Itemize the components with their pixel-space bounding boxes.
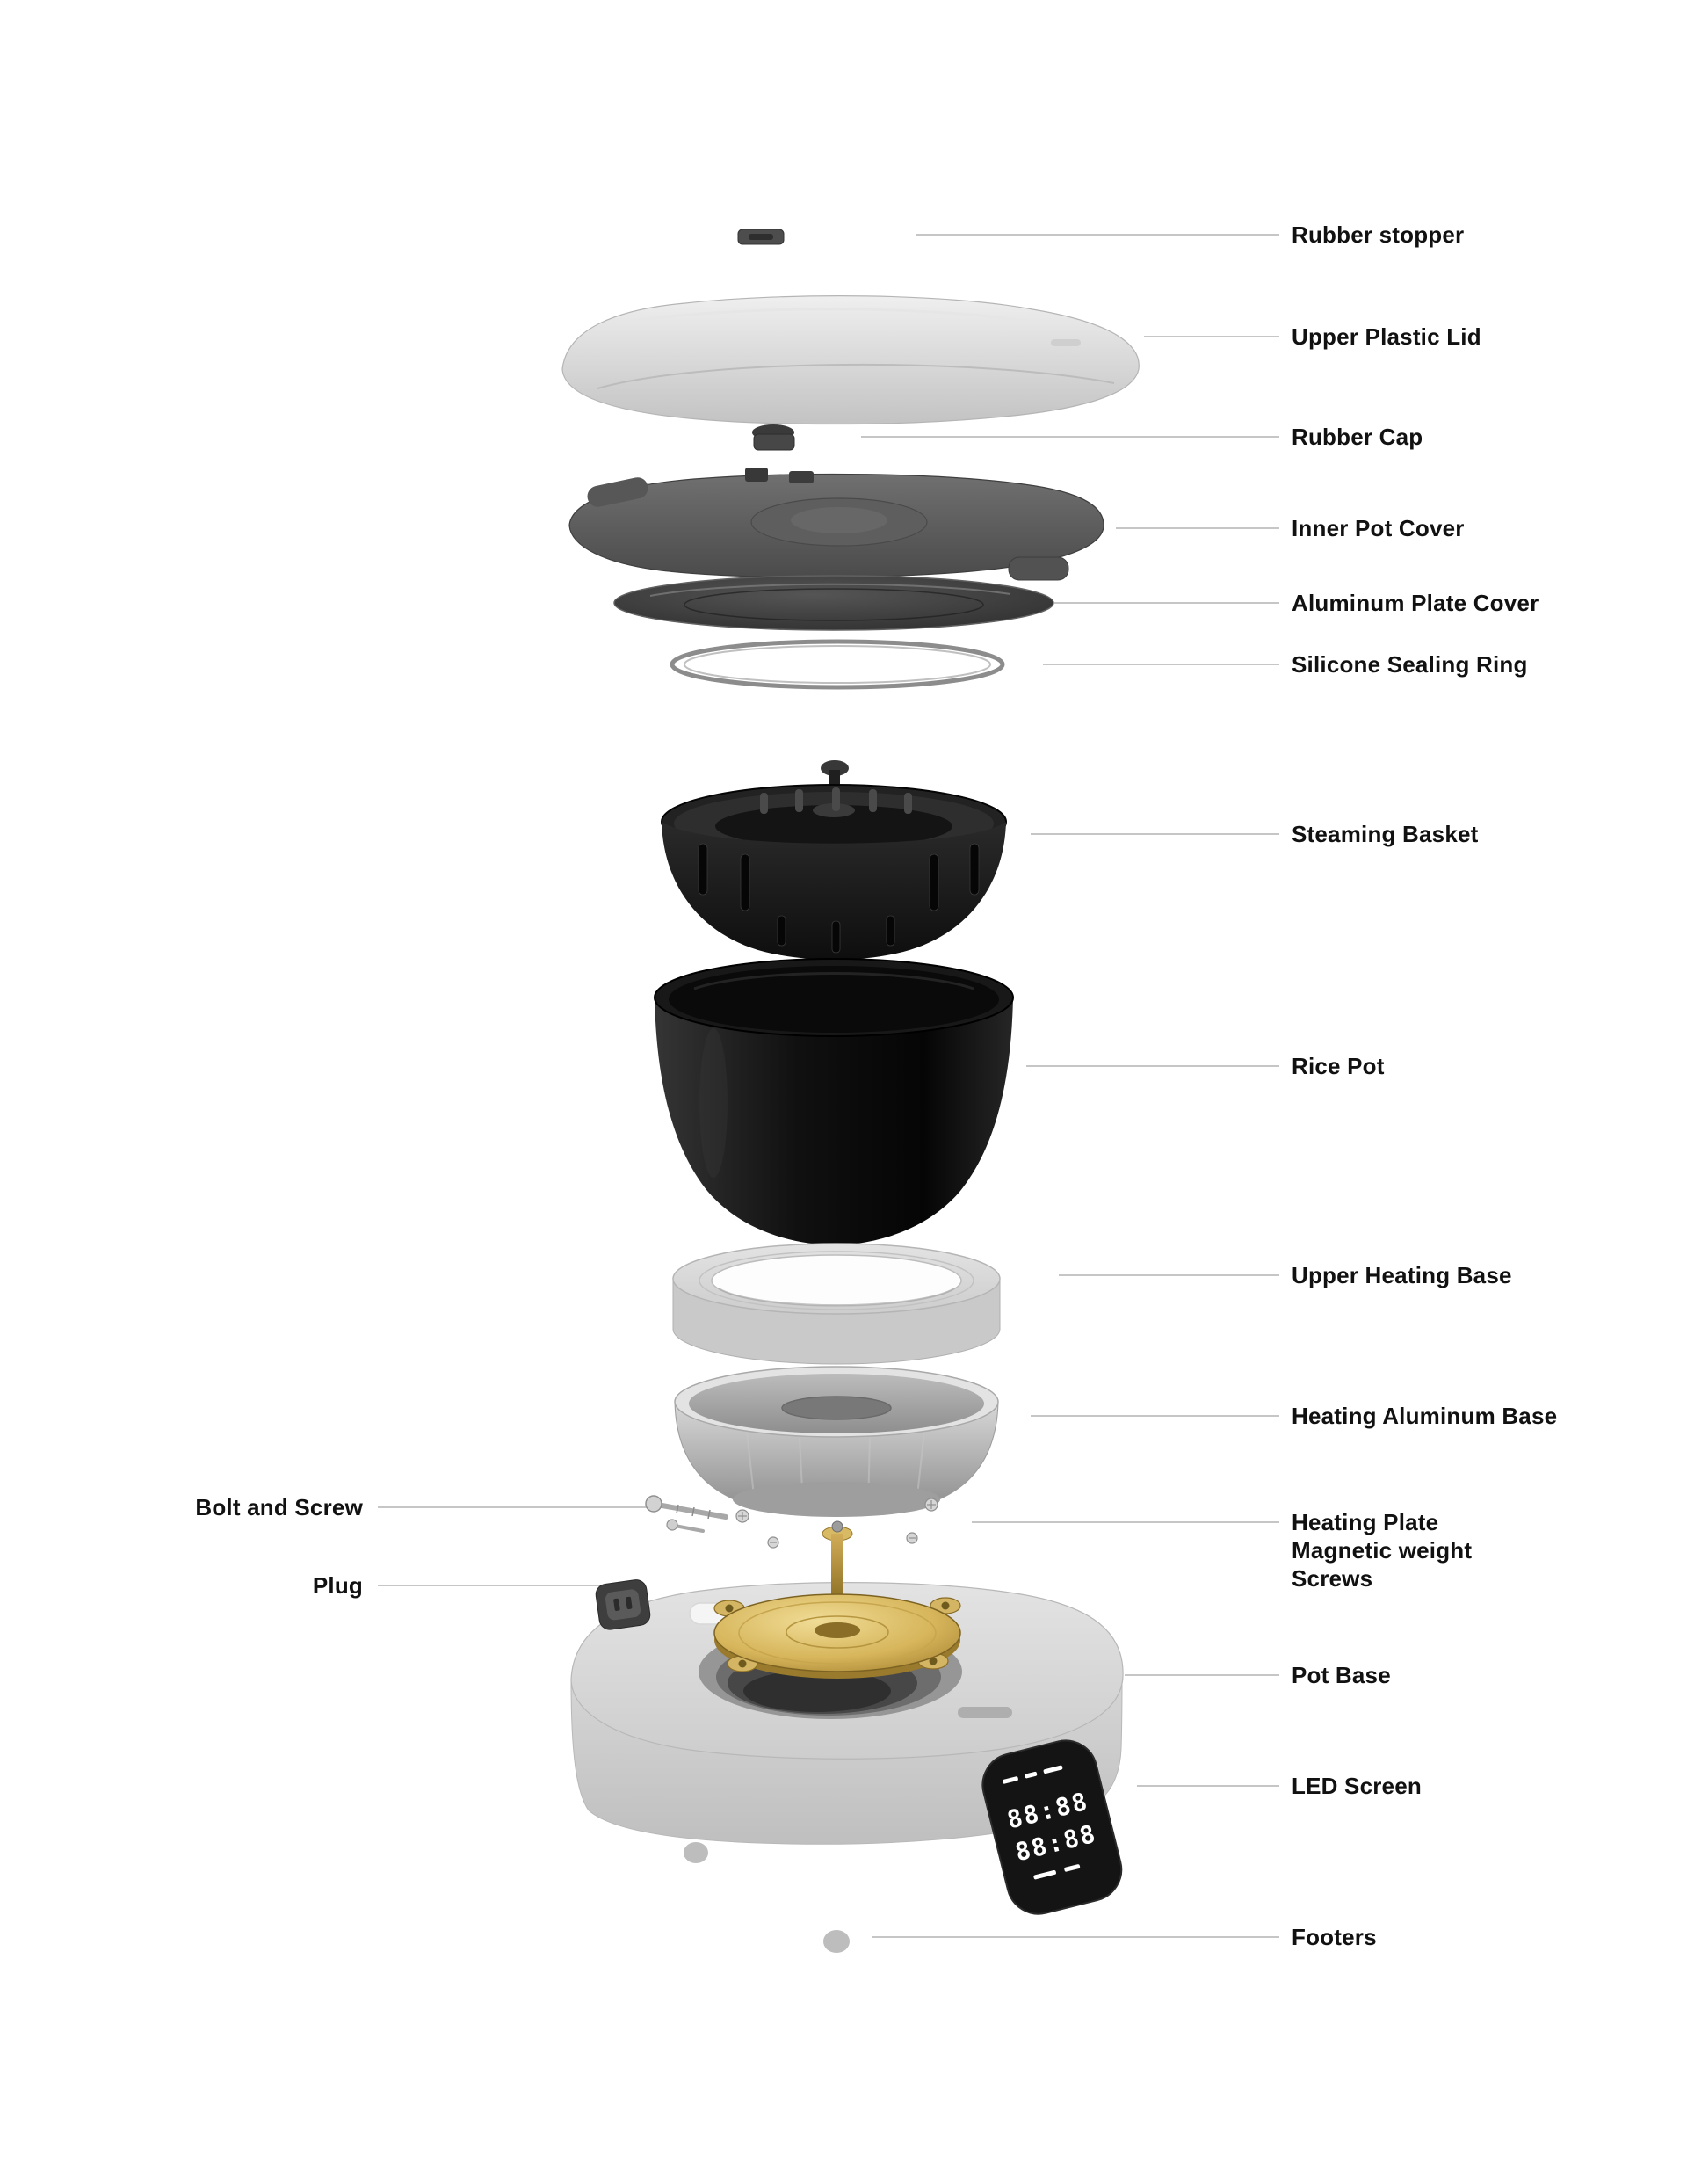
label-rubber-stopper: Rubber stopper bbox=[1292, 221, 1464, 249]
upper-plastic-lid-part bbox=[561, 295, 1140, 425]
label-text: Silicone Sealing Ring bbox=[1292, 651, 1528, 678]
label-text: Steaming Basket bbox=[1292, 821, 1479, 847]
bolt-and-screw-part bbox=[645, 1495, 728, 1533]
label-text: Plug bbox=[312, 1572, 363, 1599]
label-text: Heating Plate bbox=[1292, 1509, 1439, 1535]
label-led-screen: LED Screen bbox=[1292, 1772, 1422, 1800]
label-text: Rubber Cap bbox=[1292, 424, 1423, 450]
label-rice-pot: Rice Pot bbox=[1292, 1052, 1385, 1080]
label-text: Rubber stopper bbox=[1292, 221, 1465, 248]
label-rubber-cap: Rubber Cap bbox=[1292, 423, 1423, 451]
label-aluminum-plate-cover: Aluminum Plate Cover bbox=[1292, 589, 1539, 617]
footers-part bbox=[684, 1842, 850, 1953]
label-heating-plate-group: Heating Plate Magnetic weight Screws bbox=[1292, 1508, 1472, 1593]
label-text: Upper Plastic Lid bbox=[1292, 323, 1481, 350]
rubber-cap-part bbox=[752, 424, 795, 451]
label-upper-plastic-lid: Upper Plastic Lid bbox=[1292, 323, 1481, 351]
upper-heating-base-part bbox=[672, 1243, 1001, 1365]
label-inner-pot-cover: Inner Pot Cover bbox=[1292, 514, 1465, 542]
aluminum-plate-cover-part bbox=[613, 575, 1054, 631]
label-text: Heating Aluminum Base bbox=[1292, 1403, 1558, 1429]
rubber-stopper-part bbox=[737, 229, 785, 245]
inner-pot-cover-part bbox=[568, 468, 1104, 581]
leader-lines bbox=[378, 234, 1279, 1938]
label-heating-aluminum-base: Heating Aluminum Base bbox=[1292, 1402, 1557, 1430]
label-text: Aluminum Plate Cover bbox=[1292, 590, 1539, 616]
heating-aluminum-base-part bbox=[674, 1366, 999, 1517]
label-silicone-sealing-ring: Silicone Sealing Ring bbox=[1292, 650, 1528, 678]
heating-plate-part bbox=[713, 1520, 961, 1679]
label-text: Rice Pot bbox=[1292, 1053, 1385, 1079]
label-text: Inner Pot Cover bbox=[1292, 515, 1465, 541]
label-text: Footers bbox=[1292, 1924, 1377, 1950]
label-upper-heating-base: Upper Heating Base bbox=[1292, 1261, 1512, 1289]
silicone-sealing-ring-part bbox=[670, 639, 1005, 690]
screws-part bbox=[735, 1498, 938, 1549]
label-bolt-and-screw: Bolt and Screw bbox=[195, 1493, 363, 1521]
plug-part bbox=[595, 1579, 651, 1630]
steaming-basket-part bbox=[661, 760, 1007, 960]
label-plug: Plug bbox=[313, 1571, 363, 1600]
label-text: LED Screen bbox=[1292, 1773, 1422, 1799]
led-screen-part: 88:88 88:88 bbox=[981, 1739, 1123, 1915]
rice-pot-part bbox=[654, 958, 1014, 1245]
label-text: Magnetic weight bbox=[1292, 1537, 1473, 1564]
label-pot-base: Pot Base bbox=[1292, 1661, 1391, 1689]
label-steaming-basket: Steaming Basket bbox=[1292, 820, 1479, 848]
label-text: Screws bbox=[1292, 1565, 1373, 1592]
label-text: Bolt and Screw bbox=[195, 1494, 363, 1520]
label-text: Pot Base bbox=[1292, 1662, 1391, 1688]
label-footers: Footers bbox=[1292, 1923, 1377, 1951]
label-text: Upper Heating Base bbox=[1292, 1262, 1512, 1288]
